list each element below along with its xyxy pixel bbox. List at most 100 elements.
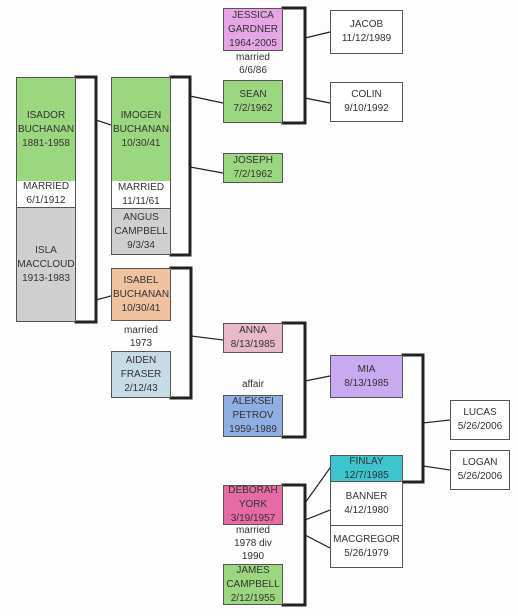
line-sean-colin <box>304 97 331 104</box>
person-isador-line-0: ISADOR <box>26 109 66 121</box>
line-anna-mia <box>304 375 331 382</box>
line-isabel-anna <box>190 335 224 341</box>
label-isador-married: married 6/1/1912 <box>16 181 76 207</box>
person-macgregor[interactable]: MACGREGOR 5/26/1979 <box>330 525 403 568</box>
bracket-imogen-angus <box>169 75 192 257</box>
person-aiden-line-1: FRASER <box>120 368 162 380</box>
person-angus-line-0: ANGUS <box>123 211 159 223</box>
person-angus[interactable]: ANGUS CAMPBELL 9/3/34 <box>111 208 171 255</box>
person-james-line-2: 2/12/1955 <box>230 592 276 604</box>
person-jacob-line-1: 11/12/1989 <box>341 33 392 44</box>
person-logan-line-0: LOGAN <box>462 457 498 468</box>
person-aleksei-line-0: ALEKSEI <box>232 396 274 407</box>
line-mia-lucas <box>422 419 451 424</box>
label-isabel-married-line-0: married <box>124 325 158 336</box>
person-isla-line-0: ISLA <box>35 244 57 256</box>
label-imogen-married-line-1: 11/11/61 <box>122 195 160 207</box>
person-james[interactable]: JAMES CAMPBELL 2/12/1955 <box>223 564 283 605</box>
label-jessica-married-line-0: married <box>236 52 270 63</box>
person-isla[interactable]: ISLA MACCLOUD 1913-1983 <box>16 207 76 322</box>
person-jessica-line-0: JESSICA <box>232 9 274 21</box>
line-imogen-sean <box>189 95 224 104</box>
label-deborah-married-line-0: married <box>236 525 270 536</box>
person-mia[interactable]: MIA 8/13/1985 <box>330 355 403 398</box>
person-isla-line-1: MACCLOUD <box>17 258 75 270</box>
person-sean-line-0: SEAN <box>239 88 267 100</box>
person-anna-line-0: ANNA <box>239 325 267 336</box>
person-macgregor-line-0: MACGREGOR <box>333 533 400 545</box>
person-anna-line-1: 8/13/1985 <box>230 339 276 350</box>
person-imogen-line-2: 10/30/41 <box>121 137 161 149</box>
person-isabel-line-2: 10/30/41 <box>121 302 161 314</box>
person-deborah-line-1: YORK <box>238 499 268 510</box>
person-james-line-1: CAMPBELL <box>226 578 280 590</box>
label-imogen-married: married 11/11/61 <box>111 181 171 208</box>
person-jacob-line-0: JACOB <box>349 19 384 30</box>
label-imogen-married-line-0: married <box>117 181 165 193</box>
person-finlay-line-0: FINLAY <box>349 455 384 467</box>
line-deborah-banner <box>304 509 331 521</box>
person-aleksei-line-2: 1959-1989 <box>229 424 277 435</box>
person-deborah-line-0: DEBORAH <box>228 485 278 496</box>
person-isador[interactable]: ISADOR BUCHANAN 1881-1958 <box>16 77 76 181</box>
label-isabel-married-line-1: 1973 <box>129 338 153 349</box>
person-mia-line-1: 8/13/1985 <box>344 377 389 389</box>
person-jacob[interactable]: JACOB 11/12/1989 <box>330 10 403 54</box>
label-deborah-married-line-2: 1990 <box>241 551 265 562</box>
person-banner[interactable]: BANNER 4/12/1980 <box>330 482 403 525</box>
person-anna[interactable]: ANNA 8/13/1985 <box>223 323 283 353</box>
line-imogen-joseph <box>189 166 224 174</box>
person-isador-line-1: BUCHANAN <box>17 123 75 135</box>
person-colin-line-0: COLIN <box>351 89 382 100</box>
person-joseph[interactable]: JOSEPH 7/2/1962 <box>223 153 283 183</box>
bracket-anna-aleksei <box>281 321 307 439</box>
person-joseph-line-0: JOSEPH <box>232 155 273 166</box>
person-angus-line-2: 9/3/34 <box>127 239 155 251</box>
label-isabel-married: married 1973 <box>111 324 171 350</box>
line-deborah-macgregor <box>304 534 331 549</box>
label-affair-line-0: affair <box>241 379 265 390</box>
label-jessica-married: married 6/6/86 <box>223 51 283 77</box>
person-james-line-0: JAMES <box>236 564 270 576</box>
line-isador-imogen <box>95 119 112 126</box>
person-imogen-line-0: IMOGEN <box>120 109 162 121</box>
person-banner-line-1: 4/12/1980 <box>344 504 389 516</box>
person-jessica-line-2: 1964-2005 <box>229 37 277 49</box>
bracket-deborah-james <box>281 483 307 607</box>
person-logan-line-1: 5/26/2006 <box>457 471 503 482</box>
line-sean-jacob <box>304 31 331 39</box>
person-angus-line-1: CAMPBELL <box>114 225 168 237</box>
person-logan[interactable]: LOGAN 5/26/2006 <box>450 450 510 490</box>
person-isador-line-2: 1881-1958 <box>22 137 70 149</box>
person-macgregor-line-1: 5/26/1979 <box>344 547 389 559</box>
person-sean[interactable]: SEAN 7/2/1962 <box>223 80 283 123</box>
person-lucas-line-1: 5/26/2006 <box>457 421 503 432</box>
bracket-isabel-aiden <box>169 266 193 400</box>
label-isador-married-line-1: 6/1/1912 <box>26 195 66 206</box>
bracket-mia-finlay <box>401 353 425 484</box>
person-joseph-line-1: 7/2/1962 <box>233 169 273 180</box>
label-jessica-married-line-1: 6/6/86 <box>239 65 267 76</box>
bracket-jessica-sean <box>281 6 307 125</box>
person-aleksei-line-1: PETROV <box>232 410 274 421</box>
person-colin[interactable]: COLIN 9/10/1992 <box>330 82 403 122</box>
person-sean-line-1: 7/2/1962 <box>233 102 273 114</box>
label-affair: affair <box>223 378 283 391</box>
person-colin-line-1: 9/10/1992 <box>344 103 389 114</box>
person-isabel-line-1: BUCHANAN <box>112 288 170 300</box>
person-aleksei[interactable]: ALEKSEI PETROV 1959-1989 <box>223 395 283 437</box>
label-isador-married-line-0: married <box>22 181 70 192</box>
line-mia-logan <box>422 465 451 471</box>
person-aiden-line-0: AIDEN <box>125 354 157 366</box>
person-isla-line-2: 1913-1983 <box>22 272 70 284</box>
person-banner-line-0: BANNER <box>345 490 388 502</box>
person-mia-line-0: MIA <box>357 363 376 375</box>
